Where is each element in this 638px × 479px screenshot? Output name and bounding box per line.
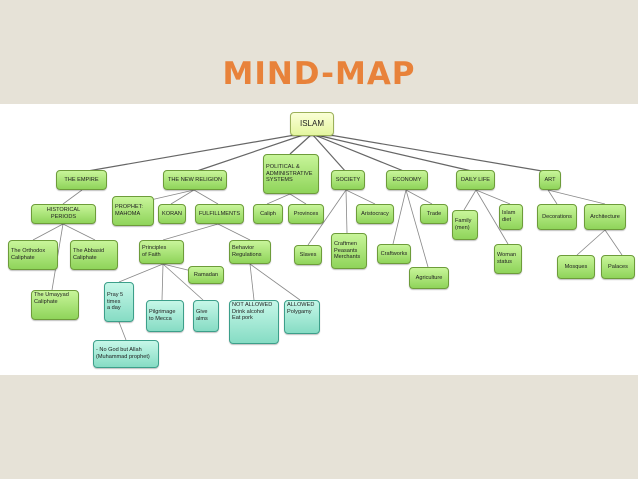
node-historical-periods: HISTORICAL PERIODS (31, 204, 96, 224)
connector (193, 131, 313, 173)
connector (193, 189, 219, 205)
connector (170, 189, 195, 205)
connector (81, 131, 313, 173)
page-title: MIND-MAP (222, 56, 416, 92)
connector (118, 263, 164, 283)
connector (547, 189, 558, 205)
node-prophet-mahoma: PROPHET: MAHOMA (112, 196, 154, 226)
connector (345, 189, 376, 205)
node-palaces: Palaces (601, 255, 635, 279)
node-family-men: Family (men) (452, 210, 478, 240)
connector (217, 223, 251, 241)
connector (604, 229, 623, 256)
connector (162, 263, 204, 301)
connector (405, 189, 433, 205)
node-craftmen-peasants-merchants: Craftmen Peasants Merchants (331, 233, 367, 269)
node-society: SOCIETY (331, 170, 365, 190)
connector (249, 263, 301, 301)
connector (249, 263, 255, 301)
node-provinces: Provinces (288, 204, 324, 224)
connector (463, 189, 477, 211)
node-pray-5-times: Pray 5 times a day (104, 282, 134, 322)
node-principles-of-faith: Principles of Faith (139, 240, 184, 264)
connector (62, 189, 83, 205)
node-woman-status: Woman status (494, 244, 522, 274)
node-mosques: Mosques (557, 255, 595, 279)
node-the-abbasid-caliphate: The Abbasid Caliphate (70, 240, 118, 270)
connector (118, 321, 127, 341)
connector (289, 133, 313, 155)
connector (392, 189, 407, 245)
node-islam-diet: Islam diet (499, 204, 523, 230)
connector (266, 193, 291, 205)
connector (405, 189, 429, 268)
node-caliph: Caliph (253, 204, 283, 224)
node-agriculture: Agriculture (409, 267, 449, 289)
connector (311, 131, 549, 173)
connector (307, 189, 347, 246)
node-the-umayyad-caliphate: The Umayyad Caliphate (31, 290, 79, 320)
connector (161, 263, 164, 301)
node-craftworks: Craftworks (377, 244, 411, 264)
node-the-orthodox-caliphate: The Orthodox Caliphate (8, 240, 58, 270)
node-no-god-but-allah: - No God but Allah (Muhammad prophet) (93, 340, 159, 368)
node-koran: KORAN (158, 204, 186, 224)
connector (311, 133, 347, 173)
connector (547, 189, 606, 205)
node-trade: Trade (420, 204, 448, 224)
node-art: ART (539, 170, 561, 190)
node-behavior-regulations: Behavior Regulations (229, 240, 271, 264)
node-economy: ECONOMY (386, 170, 428, 190)
connector (311, 133, 407, 173)
connector (475, 189, 509, 245)
node-islam: ISLAM (290, 112, 334, 136)
node-slaves: Slaves (294, 245, 322, 265)
node-the-new-religion: THE NEW RELIGION (163, 170, 227, 190)
node-not-allowed: NOT ALLOWED Drink alcohol Eat pork (229, 300, 279, 344)
connector (576, 229, 606, 256)
node-daily-life: DAILY LIFE (456, 170, 495, 190)
connector (62, 223, 96, 241)
connector (311, 133, 477, 173)
node-aristocracy: Aristocracy (356, 204, 394, 224)
node-the-empire: THE EMPIRE (56, 170, 107, 190)
node-architecture: Architecture (584, 204, 626, 230)
node-ramadan: Ramadan (188, 266, 224, 284)
connector (289, 193, 307, 205)
node-fulfillments: FULFILLMENTS (195, 204, 244, 224)
node-pilgrimage-to-mecca: Pilgrimage to Mecca (146, 300, 184, 332)
connector (475, 189, 511, 205)
connector (162, 223, 219, 241)
connector (345, 189, 348, 234)
node-give-alms: Give alms (193, 300, 219, 332)
node-allowed-polygamy: ALLOWED Polygamy (284, 300, 320, 334)
connector (32, 223, 64, 241)
node-decorations: Decorations (537, 204, 577, 230)
node-political-administrative-systems: POLITICAL & ADMINISTRATIVE SYSTEMS (263, 154, 319, 194)
